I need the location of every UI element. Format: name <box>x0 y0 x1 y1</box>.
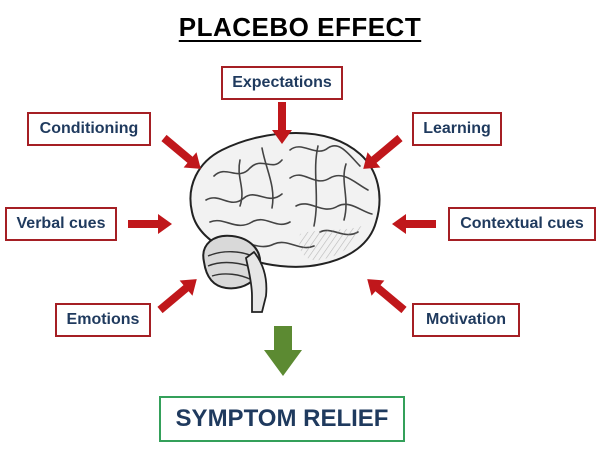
arrow-motivation <box>367 279 407 314</box>
brain-icon <box>189 131 381 313</box>
factor-contextual-cues: Contextual cues <box>448 207 596 241</box>
factor-emotions: Emotions <box>55 303 151 337</box>
arrow-conditioning <box>161 134 201 169</box>
output-arrow <box>264 326 302 376</box>
arrow-contextual-cues <box>392 214 436 234</box>
factor-verbal-cues: Verbal cues <box>5 207 117 241</box>
factor-motivation: Motivation <box>412 303 520 337</box>
factor-conditioning: Conditioning <box>27 112 151 146</box>
diagram-title: PLACEBO EFFECT <box>178 12 422 42</box>
factor-expectations: Expectations <box>221 66 343 100</box>
arrow-emotions <box>157 279 197 314</box>
input-arrows <box>128 102 436 314</box>
arrow-learning <box>363 134 403 169</box>
factor-learning: Learning <box>412 112 502 146</box>
arrow-expectations <box>272 102 292 144</box>
arrow-verbal-cues <box>128 214 172 234</box>
outcome-box: SYMPTOM RELIEF <box>159 396 405 442</box>
